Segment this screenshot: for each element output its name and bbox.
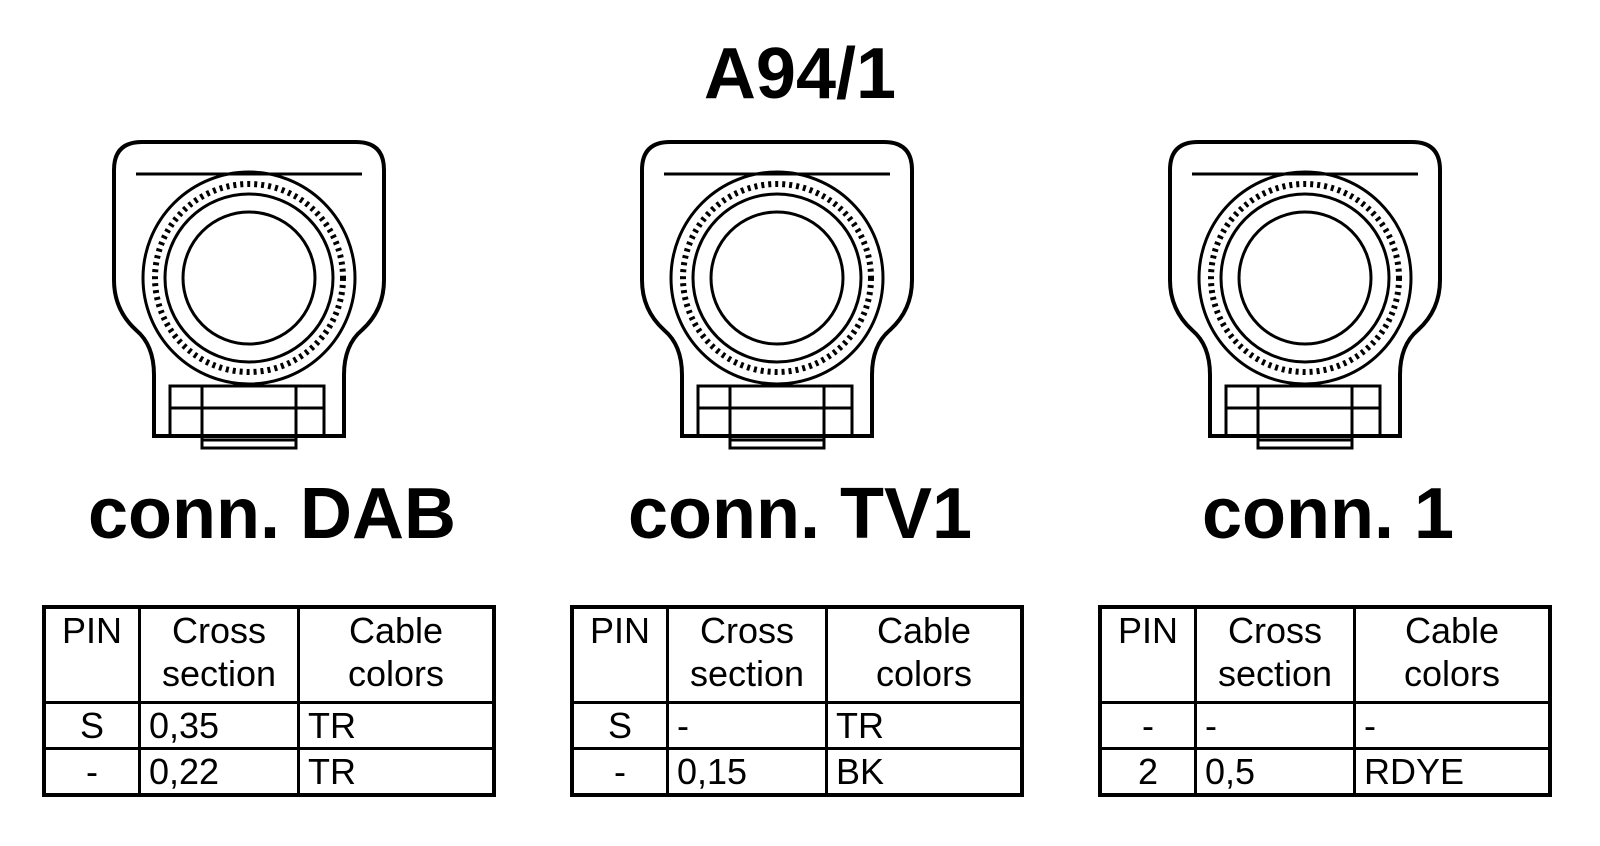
pin-table: PIN Cross section Cable colors S 0,35 TR… (42, 605, 496, 798)
connector-group-tv1: conn. TV1 PIN Cross section Cable colors… (570, 0, 1030, 846)
cell-cable-colors: TR (297, 700, 496, 751)
table-row: 2 0,5 RDYE (1098, 747, 1552, 797)
cell-pin: - (42, 747, 141, 797)
pin-table: PIN Cross section Cable colors S - TR - … (570, 605, 1024, 798)
header-cable-colors: Cable colors (825, 605, 1024, 704)
table-row: S - TR (570, 700, 1024, 751)
header-pin: PIN (42, 605, 141, 704)
cell-cross-section: - (1194, 700, 1356, 751)
header-pin: PIN (570, 605, 669, 704)
header-cable-colors: Cable colors (1353, 605, 1552, 704)
connector-label: conn. 1 (1201, 474, 1455, 554)
cell-cross-section: 0,15 (666, 747, 828, 797)
cell-cable-colors: BK (825, 747, 1024, 797)
connector-drawing-icon (1168, 140, 1442, 450)
header-cross-section: Cross section (1194, 605, 1356, 704)
cell-pin: - (1098, 700, 1197, 751)
table-row: S 0,35 TR (42, 700, 496, 751)
cell-cross-section: 0,5 (1194, 747, 1356, 797)
connector-group-1: conn. 1 PIN Cross section Cable colors -… (1098, 0, 1558, 846)
header-pin: PIN (1098, 605, 1197, 704)
cell-pin: - (570, 747, 669, 797)
table-row: - 0,15 BK (570, 747, 1024, 797)
table-row: - - - (1098, 700, 1552, 751)
connector-group-dab: conn. DAB PIN Cross section Cable colors… (42, 0, 502, 846)
connector-drawing-icon (112, 140, 386, 450)
connector-label: conn. TV1 (627, 474, 973, 554)
cell-cross-section: - (666, 700, 828, 751)
cell-cross-section: 0,35 (138, 700, 300, 751)
cell-cable-colors: - (1353, 700, 1552, 751)
cell-pin: S (570, 700, 669, 751)
connector-drawing-icon (640, 140, 914, 450)
table-header-row: PIN Cross section Cable colors (42, 605, 496, 704)
diagram-title: A94/1 (703, 34, 897, 114)
cell-cable-colors: TR (825, 700, 1024, 751)
cell-cable-colors: RDYE (1353, 747, 1552, 797)
cell-cross-section: 0,22 (138, 747, 300, 797)
cell-pin: 2 (1098, 747, 1197, 797)
table-row: - 0,22 TR (42, 747, 496, 797)
table-header-row: PIN Cross section Cable colors (570, 605, 1024, 704)
pin-table: PIN Cross section Cable colors - - - 2 0… (1098, 605, 1552, 798)
header-cable-colors: Cable colors (297, 605, 496, 704)
header-cross-section: Cross section (666, 605, 828, 704)
cell-cable-colors: TR (297, 747, 496, 797)
connector-label: conn. DAB (88, 474, 456, 554)
table-header-row: PIN Cross section Cable colors (1098, 605, 1552, 704)
header-cross-section: Cross section (138, 605, 300, 704)
cell-pin: S (42, 700, 141, 751)
